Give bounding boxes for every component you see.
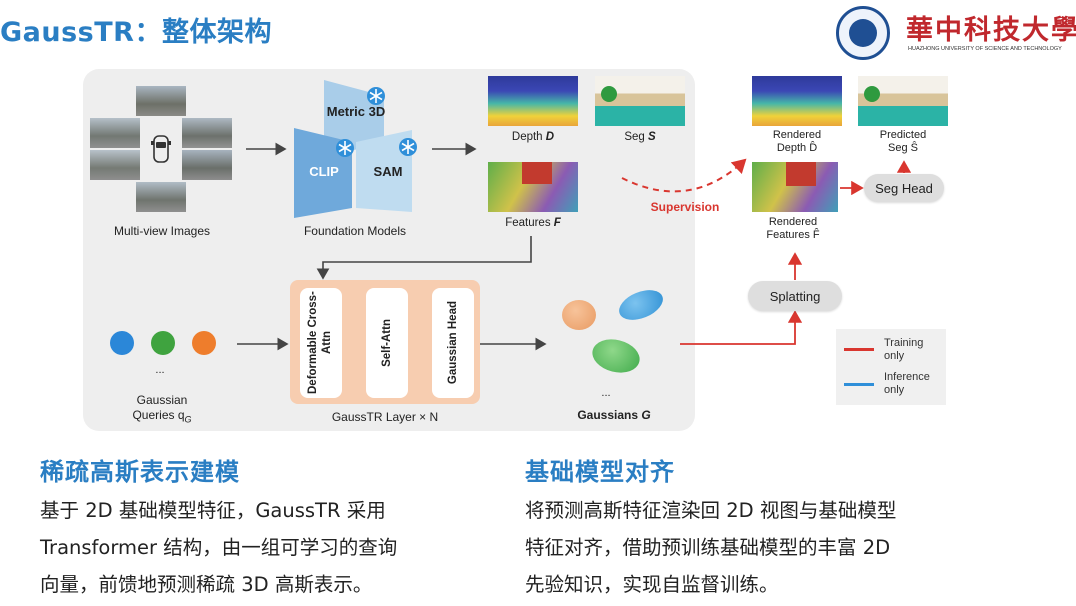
- supervision-label: Supervision: [650, 200, 720, 214]
- queries-ellipsis: ...: [155, 364, 165, 376]
- university-name: 華中科技大學: [906, 15, 1076, 46]
- foundation-models-label: Foundation Models: [303, 224, 407, 238]
- seg-head-block: Seg Head: [864, 174, 944, 202]
- camera-image-front: [136, 86, 186, 116]
- rendered-depth-image: [752, 76, 842, 126]
- snowflake-icon-clip: [336, 139, 354, 157]
- supervision-arrow: [621, 158, 747, 193]
- query-dot-orange: [192, 331, 216, 355]
- snowflake-icon-metric3d: [367, 87, 385, 105]
- seg-label: Seg S: [624, 131, 656, 143]
- depth-map-image: [488, 76, 578, 126]
- features-map-image: [488, 162, 578, 212]
- features-label: Features F: [505, 217, 561, 229]
- gaussian-orange: [562, 300, 596, 330]
- layer-block-gaussian-head: Gaussian Head: [432, 288, 474, 398]
- rendered-features-image: [752, 162, 838, 212]
- camera-image-back: [136, 182, 186, 212]
- camera-image-back-left: [90, 150, 140, 180]
- query-dot-blue: [110, 331, 134, 355]
- legend-training-line: [844, 348, 874, 351]
- gausstr-layer-label: GaussTR Layer × N: [331, 410, 439, 424]
- gaussians-label: Gaussians G: [577, 408, 651, 422]
- model-clip: CLIP: [309, 164, 339, 179]
- section-right-title: 基础模型对齐: [525, 458, 675, 486]
- section-right-body: 将预测高斯特征渲染回 2D 视图与基础模型 特征对齐，借助预训练基础模型的丰富 …: [525, 499, 897, 596]
- camera-image-back-right: [182, 150, 232, 180]
- car-icon: [151, 135, 171, 163]
- arrow-gaussians-to-splatting: [680, 310, 803, 345]
- layer-block-deformable-cross-attn: Deformable Cross-Attn: [300, 288, 342, 398]
- university-logo: 華中科技大學 HUAZHONG UNIVERSITY OF SCIENCE AN…: [836, 6, 1076, 62]
- snowflake-icon-sam: [399, 138, 417, 156]
- layer-block-self-attn: Self-Attn: [366, 288, 408, 398]
- camera-image-front-left: [90, 118, 140, 148]
- multiview-images-label: Multi-view Images: [113, 224, 211, 238]
- slide-title: GaussTR：整体架构: [0, 17, 272, 48]
- gaussians-ellipsis: ...: [601, 387, 611, 399]
- model-sam: SAM: [373, 164, 403, 179]
- arrow-features-to-layer: [316, 236, 532, 280]
- query-dot-green: [151, 331, 175, 355]
- seg-map-image: [595, 76, 685, 126]
- university-seal-icon: [836, 6, 890, 60]
- gaussian-queries-label: Gaussian Queries qG: [132, 393, 192, 425]
- university-english-name: HUAZHONG UNIVERSITY OF SCIENCE AND TECHN…: [908, 46, 1062, 52]
- depth-label: Depth D: [511, 131, 555, 143]
- model-metric3d: Metric 3D: [326, 104, 386, 119]
- section-left-title: 稀疏高斯表示建模: [40, 458, 240, 486]
- legend-inference-line: [844, 383, 874, 386]
- section-left-body: 基于 2D 基础模型特征，GaussTR 采用 Transformer 结构，由…: [40, 499, 398, 596]
- splatting-block: Splatting: [748, 281, 842, 311]
- predicted-seg-image: [858, 76, 948, 126]
- camera-image-front-right: [182, 118, 232, 148]
